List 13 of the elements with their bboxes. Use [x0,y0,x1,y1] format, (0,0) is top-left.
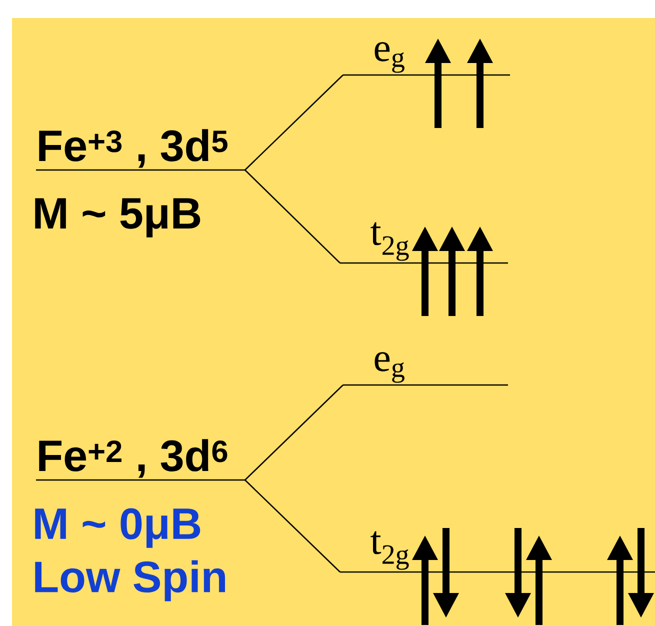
moment-label: Low Spin [35,560,225,602]
energy-level: t$_{2g}$ [340,222,508,264]
energy-level: Fe$^{+2}$ , 3d$^{6}$ [36,439,245,481]
splitting-line [244,480,340,572]
energy-level: e$_{g}$ [343,42,510,76]
splitting-line [244,170,340,264]
splitting-line [244,384,344,480]
energy-level: Fe$^{+3}$ , 3d$^{5}$ [36,129,245,171]
moment-label: M ~ 5μB [35,198,200,238]
energy-level: e$_{g}$ [343,352,508,386]
energy-level: t$_{2g}$ [340,531,655,573]
moment-label: M ~ 0μB [35,508,200,548]
splitting-line [244,74,344,170]
